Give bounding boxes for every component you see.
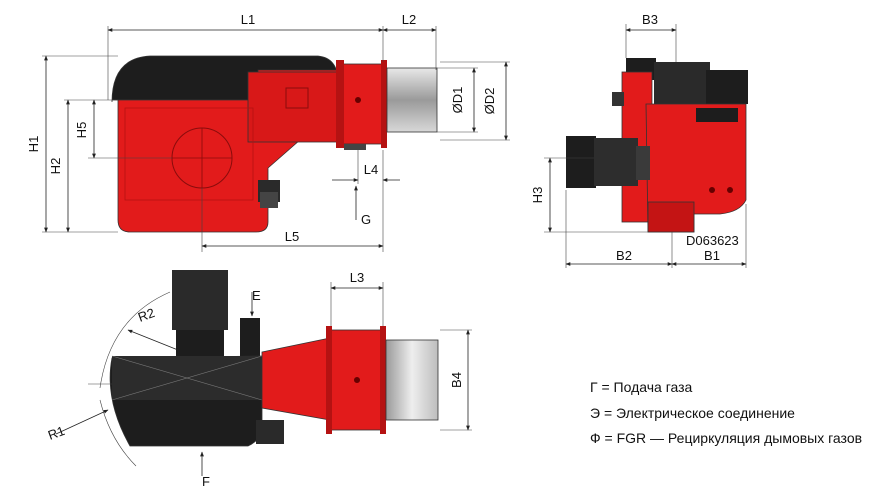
top-view — [109, 270, 439, 447]
label-H1: H1 — [26, 136, 41, 153]
label-H2: H2 — [48, 158, 63, 175]
label-D1: ØD1 — [450, 87, 465, 114]
label-F: F — [202, 474, 210, 489]
label-D2: ØD2 — [482, 88, 497, 115]
label-H3: H3 — [530, 187, 545, 204]
label-B3: B3 — [642, 12, 658, 27]
label-R1: R1 — [46, 423, 67, 443]
label-L5: L5 — [285, 229, 299, 244]
label-L1: L1 — [241, 12, 255, 27]
side-view-dimensions: L1 L2 ØD1 ØD2 H1 H2 H5 L5 — [26, 12, 510, 252]
label-L2: L2 — [402, 12, 416, 27]
label-R2: R2 — [136, 305, 157, 325]
label-H5: H5 — [74, 122, 89, 139]
label-G: G — [361, 212, 371, 227]
legend: Г = Подача газа Э = Электрическое соедин… — [590, 379, 862, 446]
top-view-dimensions: L3 B4 E F R2 R1 — [46, 270, 472, 489]
label-B4: B4 — [449, 372, 464, 388]
label-B2: B2 — [616, 248, 632, 263]
drawing-code: D063623 — [686, 233, 739, 248]
legend-gas-supply: Г = Подача газа — [590, 379, 693, 395]
label-L3: L3 — [350, 270, 364, 285]
side-view — [111, 55, 438, 233]
legend-electrical-connection: Э = Электрическое соединение — [590, 405, 795, 421]
legend-fgr: Ф = FGR — Рециркуляция дымовых газов — [590, 430, 862, 446]
front-view-dimensions: B3 H3 B2 B1 D063623 — [530, 12, 747, 268]
front-view — [566, 58, 748, 233]
label-E: E — [252, 288, 261, 303]
label-B1: B1 — [704, 248, 720, 263]
label-L4: L4 — [364, 162, 378, 177]
